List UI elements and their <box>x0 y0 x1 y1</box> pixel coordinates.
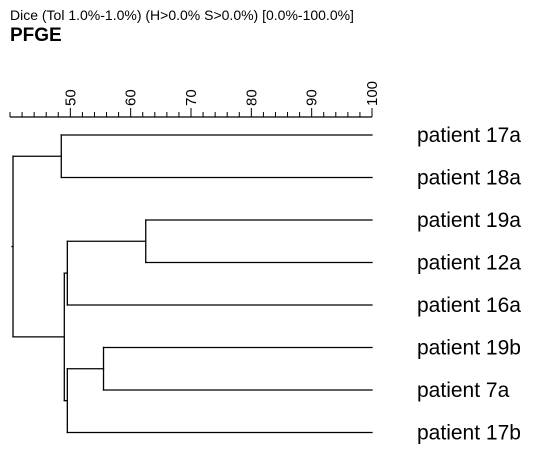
dendrogram-title: PFGE <box>10 25 62 46</box>
leaf-label: patient 19b <box>417 337 521 360</box>
leaf-labels: patient 17a patient 18a patient 19a patient… <box>417 124 521 445</box>
leaf-label: patient 17b <box>417 422 521 445</box>
leaf-label: patient 7a <box>417 379 510 402</box>
leaf-label: patient 16a <box>417 294 521 317</box>
leaf-label: patient 19a <box>417 209 521 232</box>
leaf-label: patient 17a <box>417 124 521 147</box>
similarity-scale: 50 60 70 80 90 100 <box>9 81 381 118</box>
tick-label: 90 <box>304 89 321 106</box>
leaf-label: patient 18a <box>417 167 521 190</box>
tick-label: 50 <box>62 89 79 106</box>
similarity-settings-text: Dice (Tol 1.0%-1.0%) (H>0.0% S>0.0%) [0.… <box>10 7 354 23</box>
tick-label: 100 <box>364 81 381 106</box>
tick-label: 80 <box>243 89 260 106</box>
dendrogram-header: Dice (Tol 1.0%-1.0%) (H>0.0% S>0.0%) [0.… <box>10 8 354 45</box>
leaf-label: patient 12a <box>417 252 521 275</box>
tick-label: 70 <box>183 89 200 106</box>
tick-label: 60 <box>123 89 140 106</box>
dendrogram-branches <box>11 134 373 434</box>
